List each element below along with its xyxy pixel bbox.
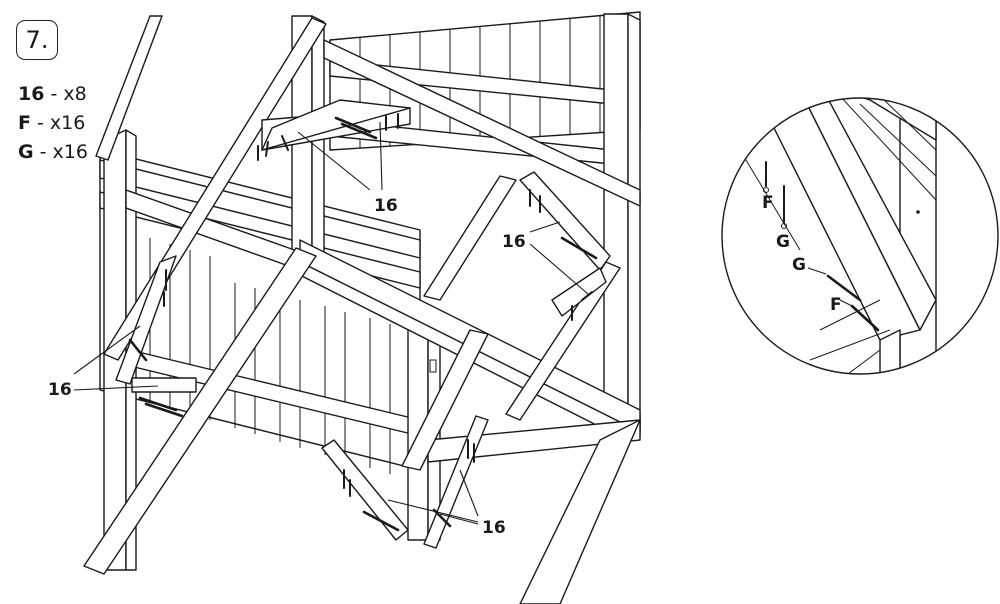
- part-qty: x16: [49, 112, 86, 134]
- brace-16: [519, 171, 611, 271]
- left-rafter: [95, 15, 163, 161]
- parts-list-item: G - x16: [18, 141, 88, 163]
- detail-magnifier: F G G F: [721, 97, 999, 375]
- corner-braces: [115, 99, 611, 549]
- part-id: G: [18, 141, 34, 163]
- fasteners: [128, 113, 598, 532]
- parts-list: 16 - x8 F - x16 G - x16: [18, 80, 88, 167]
- step-number-box: 7.: [16, 20, 58, 60]
- fastener-label-f: F: [762, 193, 774, 213]
- part-id: 16: [18, 83, 45, 105]
- brace-16: [321, 439, 409, 541]
- fastener-label-f: F: [830, 295, 842, 315]
- brace-16: [551, 267, 607, 317]
- upper-wall-panel: [329, 11, 641, 165]
- brace-16: [261, 99, 411, 151]
- brace-label: 16: [48, 380, 72, 400]
- brace-16: [131, 377, 197, 393]
- brace-label: 16: [482, 518, 506, 538]
- brace-label: 16: [374, 196, 398, 216]
- brace-label: 16: [502, 232, 526, 252]
- part-qty: x16: [52, 141, 88, 163]
- part-id: F: [18, 112, 31, 134]
- step-number: 7.: [25, 26, 49, 54]
- fastener-label-g: G: [792, 255, 806, 275]
- latch: [429, 359, 437, 373]
- parts-list-item: 16 - x8: [18, 83, 87, 105]
- parts-list-item: F - x16: [18, 112, 86, 134]
- leader-lines: [73, 121, 589, 525]
- part-qty: x8: [63, 83, 87, 105]
- fastener-label-g: G: [776, 232, 790, 252]
